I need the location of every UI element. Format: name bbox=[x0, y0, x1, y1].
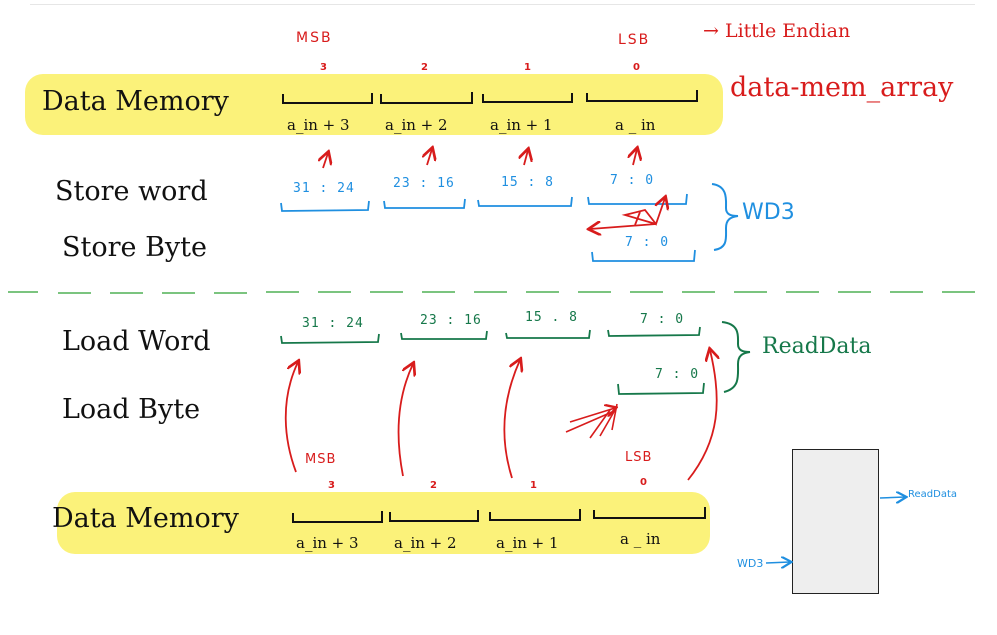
store-byte-scribble bbox=[590, 198, 665, 229]
section-separator bbox=[8, 291, 975, 294]
store-word-brackets bbox=[280, 193, 688, 212]
bottom-address-3: a_in + 3 bbox=[296, 534, 359, 552]
store-arrow-3 bbox=[323, 153, 328, 169]
block-readdata-label: ReadData bbox=[908, 489, 958, 500]
store-arrow-1 bbox=[524, 150, 528, 166]
load-bracket-1 bbox=[505, 329, 591, 339]
load-bracket-0 bbox=[607, 326, 701, 337]
load-field-31-24: 31 : 24 bbox=[302, 316, 364, 331]
bottom-index-0: 0 bbox=[640, 477, 647, 488]
top-msb-label: MSB bbox=[296, 30, 333, 46]
bottom-slot-1 bbox=[489, 509, 581, 521]
bottom-lsb-label: LSB bbox=[625, 450, 653, 465]
store-up-arrows bbox=[323, 149, 637, 169]
store-word-label: Store word bbox=[55, 176, 208, 207]
load-arrow-1 bbox=[503, 360, 520, 479]
bottom-index-1: 1 bbox=[530, 480, 537, 491]
load-field-7-0: 7 : 0 bbox=[640, 312, 685, 327]
top-rule bbox=[30, 4, 975, 5]
top-slot-2 bbox=[380, 92, 473, 104]
wd3-label: WD3 bbox=[742, 200, 795, 225]
bottom-address-0: a _ in bbox=[620, 530, 661, 548]
store-field-23-16: 23 : 16 bbox=[393, 176, 455, 191]
top-lsb-label: LSB bbox=[618, 32, 651, 48]
load-bracket-2 bbox=[400, 330, 488, 340]
load-arrow-0 bbox=[687, 350, 717, 481]
top-data-memory-label: Data Memory bbox=[42, 86, 229, 117]
bottom-slot-2 bbox=[389, 510, 479, 522]
bottom-slot-3 bbox=[292, 511, 383, 523]
wd3-brace bbox=[711, 183, 739, 251]
block-arrows bbox=[765, 497, 905, 563]
bottom-address-2: a_in + 2 bbox=[394, 534, 457, 552]
top-address-3: a_in + 3 bbox=[287, 116, 350, 134]
bottom-data-memory-label: Data Memory bbox=[52, 503, 239, 534]
store-field-7-0: 7 : 0 bbox=[610, 173, 655, 188]
store-bracket-2 bbox=[383, 198, 466, 209]
bottom-memory-highlight bbox=[57, 492, 710, 554]
load-up-arrows bbox=[284, 350, 717, 481]
bottom-byte-slots bbox=[292, 507, 706, 523]
block-output-arrow bbox=[879, 497, 905, 498]
store-field-15-8: 15 : 8 bbox=[501, 175, 554, 190]
top-memory-highlight bbox=[25, 74, 723, 135]
top-byte-slots bbox=[282, 90, 698, 104]
load-bracket-3 bbox=[280, 333, 380, 344]
load-byte-bracket bbox=[617, 382, 705, 395]
top-index-3: 3 bbox=[320, 62, 327, 73]
top-slot-3 bbox=[282, 93, 373, 104]
top-slot-0 bbox=[586, 90, 698, 102]
top-address-1: a_in + 1 bbox=[490, 116, 553, 134]
block-input-arrow bbox=[765, 562, 790, 563]
load-word-brackets bbox=[280, 326, 701, 344]
bottom-address-1: a_in + 1 bbox=[496, 534, 559, 552]
store-byte-field-7-0: 7 : 0 bbox=[625, 235, 670, 250]
load-arrow-2 bbox=[397, 364, 413, 477]
store-field-31-24: 31 : 24 bbox=[293, 181, 355, 196]
store-byte-bracket bbox=[591, 249, 696, 262]
little-endian-label: → Little Endian bbox=[703, 20, 851, 42]
load-byte-field-7-0: 7 : 0 bbox=[655, 367, 700, 382]
readdata-brace bbox=[721, 321, 751, 393]
block-wd3-label: WD3 bbox=[737, 557, 764, 570]
top-slot-1 bbox=[482, 93, 573, 103]
store-arrow-2 bbox=[427, 149, 432, 166]
bottom-msb-label: MSB bbox=[305, 452, 337, 467]
top-address-0: a _ in bbox=[615, 116, 656, 134]
top-index-2: 2 bbox=[421, 62, 428, 73]
load-word-label: Load Word bbox=[62, 326, 211, 357]
bottom-slot-0 bbox=[593, 507, 706, 519]
top-address-2: a_in + 2 bbox=[385, 116, 448, 134]
store-byte-label: Store Byte bbox=[62, 232, 207, 263]
store-bracket-1 bbox=[477, 196, 573, 207]
bottom-index-2: 2 bbox=[430, 480, 437, 491]
memory-block-symbol bbox=[792, 449, 879, 594]
store-arrow-0 bbox=[633, 149, 637, 166]
load-byte-scribble bbox=[565, 404, 617, 439]
load-field-15-8: 15 . 8 bbox=[525, 310, 578, 325]
readdata-label: ReadData bbox=[762, 334, 872, 359]
data-mem-array-label: data-mem_array bbox=[730, 72, 954, 103]
store-bracket-3 bbox=[280, 200, 370, 212]
bottom-index-3: 3 bbox=[328, 480, 335, 491]
load-field-23-16: 23 : 16 bbox=[420, 313, 482, 328]
top-index-0: 0 bbox=[633, 62, 640, 73]
top-index-1: 1 bbox=[524, 62, 531, 73]
store-bracket-0 bbox=[587, 193, 688, 205]
load-arrow-3 bbox=[284, 362, 298, 473]
load-byte-label: Load Byte bbox=[62, 394, 201, 425]
